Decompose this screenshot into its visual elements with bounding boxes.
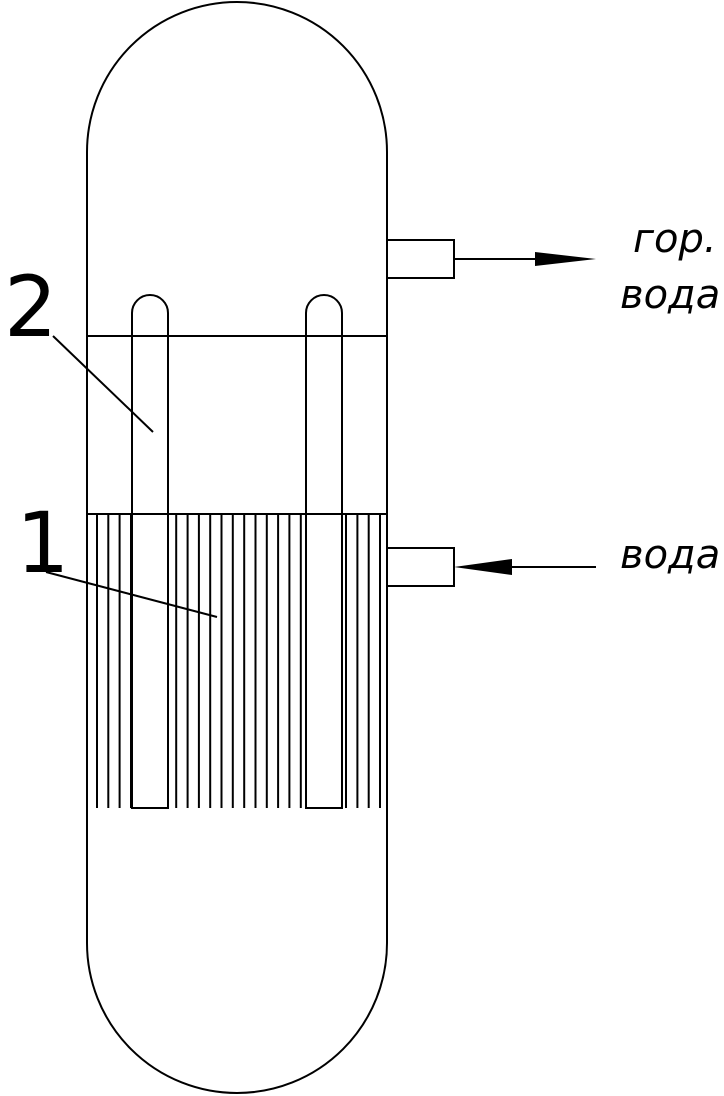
leader-line-2 [52,335,154,433]
heating-tube-left [131,294,169,809]
label-element-1: 1 [16,494,69,592]
outlet-nozzle [386,239,455,279]
leader-line-1 [45,571,218,618]
inlet-label: вода [620,532,720,578]
vessel-body [86,1,388,1094]
label-element-2: 2 [4,258,57,356]
outlet-arrow-head [535,252,596,266]
heating-tube-right [305,294,343,809]
outlet-label-line1: гор. [633,216,717,262]
inlet-arrow-head [454,559,512,575]
outlet-label-line2: вода [620,272,720,318]
inlet-nozzle [386,547,455,587]
fin-array [96,514,381,808]
